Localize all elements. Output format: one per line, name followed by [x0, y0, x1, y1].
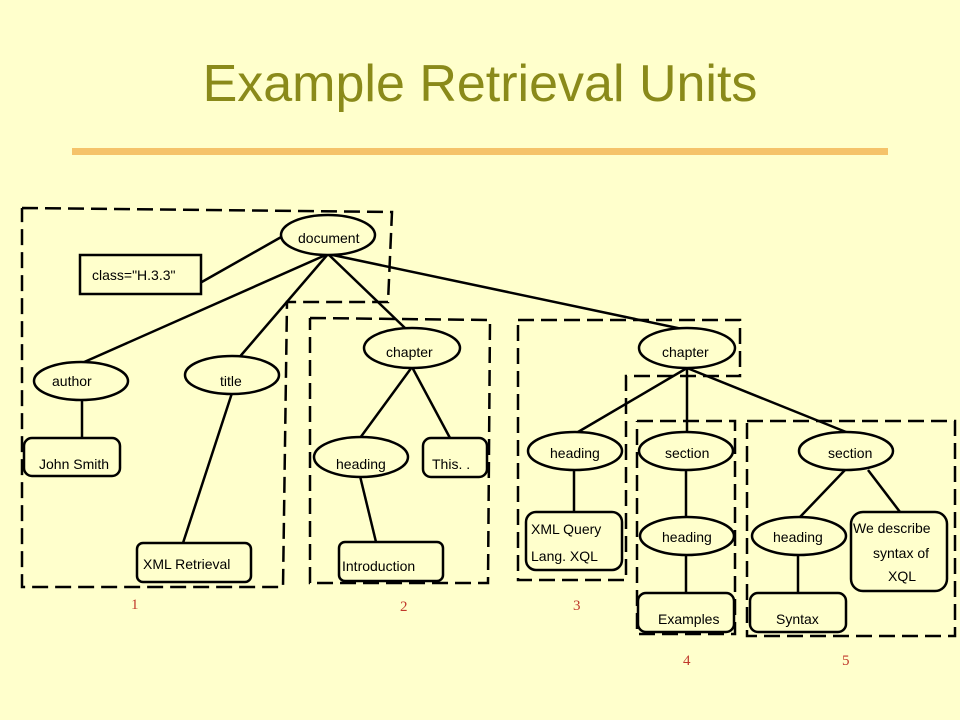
label-examples: Examples	[658, 611, 719, 627]
unit-number-2: 2	[400, 599, 408, 615]
edge-chapter1-heading	[358, 366, 414, 439]
node-heading-2	[526, 430, 624, 472]
node-chapter-1	[362, 326, 462, 370]
label-introduction: Introduction	[342, 558, 415, 574]
edge-document-chapter1	[327, 253, 406, 329]
label-xml-retrieval: XML Retrieval	[143, 556, 230, 572]
node-examples	[636, 591, 736, 634]
slide-title: Example Retrieval Units	[202, 55, 758, 113]
edge-document-chapter2	[327, 252, 688, 332]
edge-title-xmlretrieval	[181, 392, 234, 544]
edge-document-title	[236, 253, 329, 361]
edge-chapter1-this	[410, 366, 452, 439]
unit-number-5: 5	[842, 653, 850, 669]
unit-boundary-1	[20, 206, 394, 589]
node-section-1	[637, 430, 735, 472]
label-this: This. .	[432, 456, 470, 472]
node-this	[421, 436, 489, 479]
node-john-smith	[22, 436, 122, 478]
node-title	[183, 354, 281, 396]
node-xml-retrieval	[135, 541, 253, 584]
edge-section2-heading	[799, 469, 846, 518]
node-author	[32, 360, 130, 402]
label-we-describe-line2: syntax of	[873, 545, 929, 561]
node-section-2	[797, 430, 895, 472]
node-document	[279, 213, 377, 257]
edge-document-author	[81, 252, 329, 365]
label-heading-1: heading	[336, 456, 386, 472]
label-heading-4: heading	[773, 529, 823, 545]
unit-number-1: 1	[131, 597, 139, 613]
tree-edges	[80, 234, 901, 593]
edge-chapter2-heading	[577, 366, 688, 434]
label-john-smith: John Smith	[39, 456, 109, 472]
unit-number-3: 3	[573, 598, 581, 614]
edge-chapter2-section2	[686, 366, 847, 434]
node-class-attr	[78, 253, 203, 296]
node-syntax	[748, 591, 848, 634]
node-chapter-2	[637, 326, 737, 370]
label-document: document	[298, 230, 360, 246]
label-section-1: section	[665, 445, 709, 461]
label-we-describe-line3: XQL	[888, 568, 916, 584]
unit-boundary-3	[516, 318, 742, 582]
edge-section2-wedescribe	[867, 469, 901, 513]
label-xml-query-line1: XML Query	[531, 521, 601, 537]
label-heading-3: heading	[662, 529, 712, 545]
unit-boundary-2	[308, 316, 492, 585]
unit-number-4: 4	[683, 653, 691, 669]
label-chapter-2: chapter	[662, 344, 709, 360]
unit-boundary-4	[635, 419, 737, 636]
unit-boundary-5	[745, 419, 957, 638]
node-heading-1	[312, 435, 410, 479]
node-heading-3	[638, 515, 736, 557]
label-xml-query-line2: Lang. XQL	[531, 548, 598, 564]
title-underline	[72, 148, 888, 155]
label-heading-2: heading	[550, 445, 600, 461]
edge-heading-introduction	[358, 475, 378, 543]
node-introduction	[337, 540, 445, 583]
label-class-attr: class="H.3.3"	[92, 267, 176, 283]
label-chapter-1: chapter	[386, 344, 433, 360]
node-we-describe	[849, 510, 949, 593]
label-author: author	[52, 373, 92, 389]
node-xml-query	[524, 510, 624, 572]
unit-boundaries	[20, 206, 957, 638]
edge-document-class	[199, 234, 284, 285]
node-heading-4	[750, 515, 848, 557]
label-syntax: Syntax	[776, 611, 819, 627]
label-we-describe-line1: We describe	[853, 520, 931, 536]
label-title: title	[220, 373, 242, 389]
label-section-2: section	[828, 445, 872, 461]
